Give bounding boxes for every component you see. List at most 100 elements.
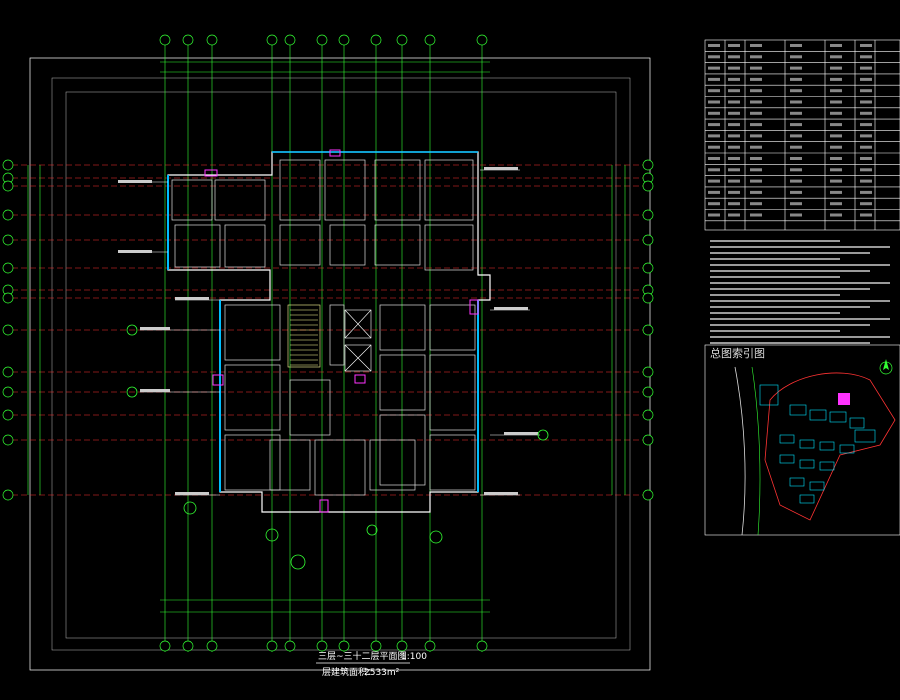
site-plan: 总图索引图 xyxy=(704,344,900,536)
table-cell-mark xyxy=(830,213,842,217)
table-cell-mark xyxy=(830,123,842,127)
table-cell-mark xyxy=(750,55,762,59)
axis-bubble xyxy=(370,34,382,46)
area-value: 2533m² xyxy=(364,668,400,678)
note-line xyxy=(710,270,870,272)
site-building xyxy=(799,439,815,449)
table-cell-mark xyxy=(860,213,872,217)
axis-bubble xyxy=(642,234,654,246)
table-cell-mark xyxy=(860,100,872,104)
table-cell-mark xyxy=(708,213,720,217)
table-cell-mark xyxy=(750,179,762,183)
axis-bubble xyxy=(396,640,408,652)
table-cell-mark xyxy=(728,213,740,217)
room-partitions xyxy=(171,159,476,496)
axis-bubble xyxy=(266,640,278,652)
drawing-scale: 1:100 xyxy=(401,652,427,662)
table-cell-mark xyxy=(708,66,720,70)
table-cell-mark xyxy=(860,44,872,47)
site-building xyxy=(809,409,827,421)
site-building xyxy=(779,454,795,464)
table-cell-mark xyxy=(728,179,740,183)
table-cell-mark xyxy=(860,123,872,127)
table-cell-mark xyxy=(750,134,762,138)
magenta-markers xyxy=(204,149,479,513)
room-outline xyxy=(379,354,426,411)
note-line xyxy=(710,318,890,320)
table-cell-mark xyxy=(728,123,740,127)
table-cell-mark xyxy=(728,89,740,93)
axis-bubble xyxy=(338,640,350,652)
axis-bubble xyxy=(642,489,654,501)
table-cell-mark xyxy=(860,66,872,70)
table-cell-mark xyxy=(830,168,842,172)
note-line xyxy=(710,264,890,266)
room-outline xyxy=(224,434,281,491)
table-cell-mark xyxy=(750,157,762,160)
table-cell-mark xyxy=(728,111,740,115)
axis-bubble xyxy=(642,292,654,304)
table-cell-mark xyxy=(790,202,802,206)
table-cell-mark xyxy=(860,145,872,149)
table-cell-mark xyxy=(728,44,740,47)
table-cell-mark xyxy=(860,89,872,93)
note-line xyxy=(710,246,890,248)
table-cell-mark xyxy=(790,168,802,172)
table-cell-mark xyxy=(830,89,842,93)
table-cell-mark xyxy=(830,157,842,160)
note-line xyxy=(710,252,870,254)
axis-bubble xyxy=(642,434,654,446)
note-line xyxy=(710,300,890,302)
table-cell-mark xyxy=(790,145,802,149)
axis-bubble xyxy=(2,209,14,221)
axis-bubble xyxy=(476,34,488,46)
axis-bubble xyxy=(182,640,194,652)
table-cell-mark xyxy=(728,100,740,104)
axis-bubble xyxy=(642,324,654,336)
site-building xyxy=(799,494,815,504)
table-cell-mark xyxy=(750,100,762,104)
room-outline xyxy=(279,224,321,266)
site-building xyxy=(799,459,815,469)
table-cell-mark xyxy=(750,190,762,194)
table-cell-mark xyxy=(830,66,842,70)
stair-core xyxy=(287,304,372,372)
vertical-axis-grid xyxy=(164,45,483,652)
axis-bubble xyxy=(424,34,436,46)
table-cell-mark xyxy=(708,89,720,93)
axis-bubble xyxy=(2,180,14,192)
table-cell-mark xyxy=(728,190,740,194)
axis-bubble xyxy=(2,292,14,304)
table-cell-mark xyxy=(708,100,720,104)
site-plan-title: 总图索引图 xyxy=(710,346,765,360)
horizontal-axis-grid xyxy=(12,164,650,496)
table-cell-mark xyxy=(708,44,720,47)
table-cell-mark xyxy=(708,111,720,115)
axis-bubble xyxy=(642,180,654,192)
table-cell-mark xyxy=(728,55,740,59)
table-cell-mark xyxy=(750,44,762,47)
room-outline xyxy=(429,434,476,491)
axis-bubble xyxy=(396,34,408,46)
table-cell-mark xyxy=(830,145,842,149)
table-cell-mark xyxy=(708,179,720,183)
site-building xyxy=(829,411,847,423)
table-cell-mark xyxy=(790,134,802,138)
axis-bubble xyxy=(266,34,278,46)
axis-bubble xyxy=(642,209,654,221)
site-building xyxy=(789,404,807,416)
table-cell-mark xyxy=(790,77,802,81)
axis-bubble xyxy=(338,34,350,46)
axis-bubble xyxy=(642,366,654,378)
axis-bubble xyxy=(2,324,14,336)
site-building xyxy=(849,417,865,429)
table-cell-mark xyxy=(790,44,802,47)
table-cell-mark xyxy=(860,111,872,115)
table-cell-marks xyxy=(708,44,872,217)
table-cell-mark xyxy=(750,89,762,93)
axis-bubble xyxy=(2,366,14,378)
table-cell-mark xyxy=(708,157,720,160)
table-cell-mark xyxy=(830,44,842,47)
